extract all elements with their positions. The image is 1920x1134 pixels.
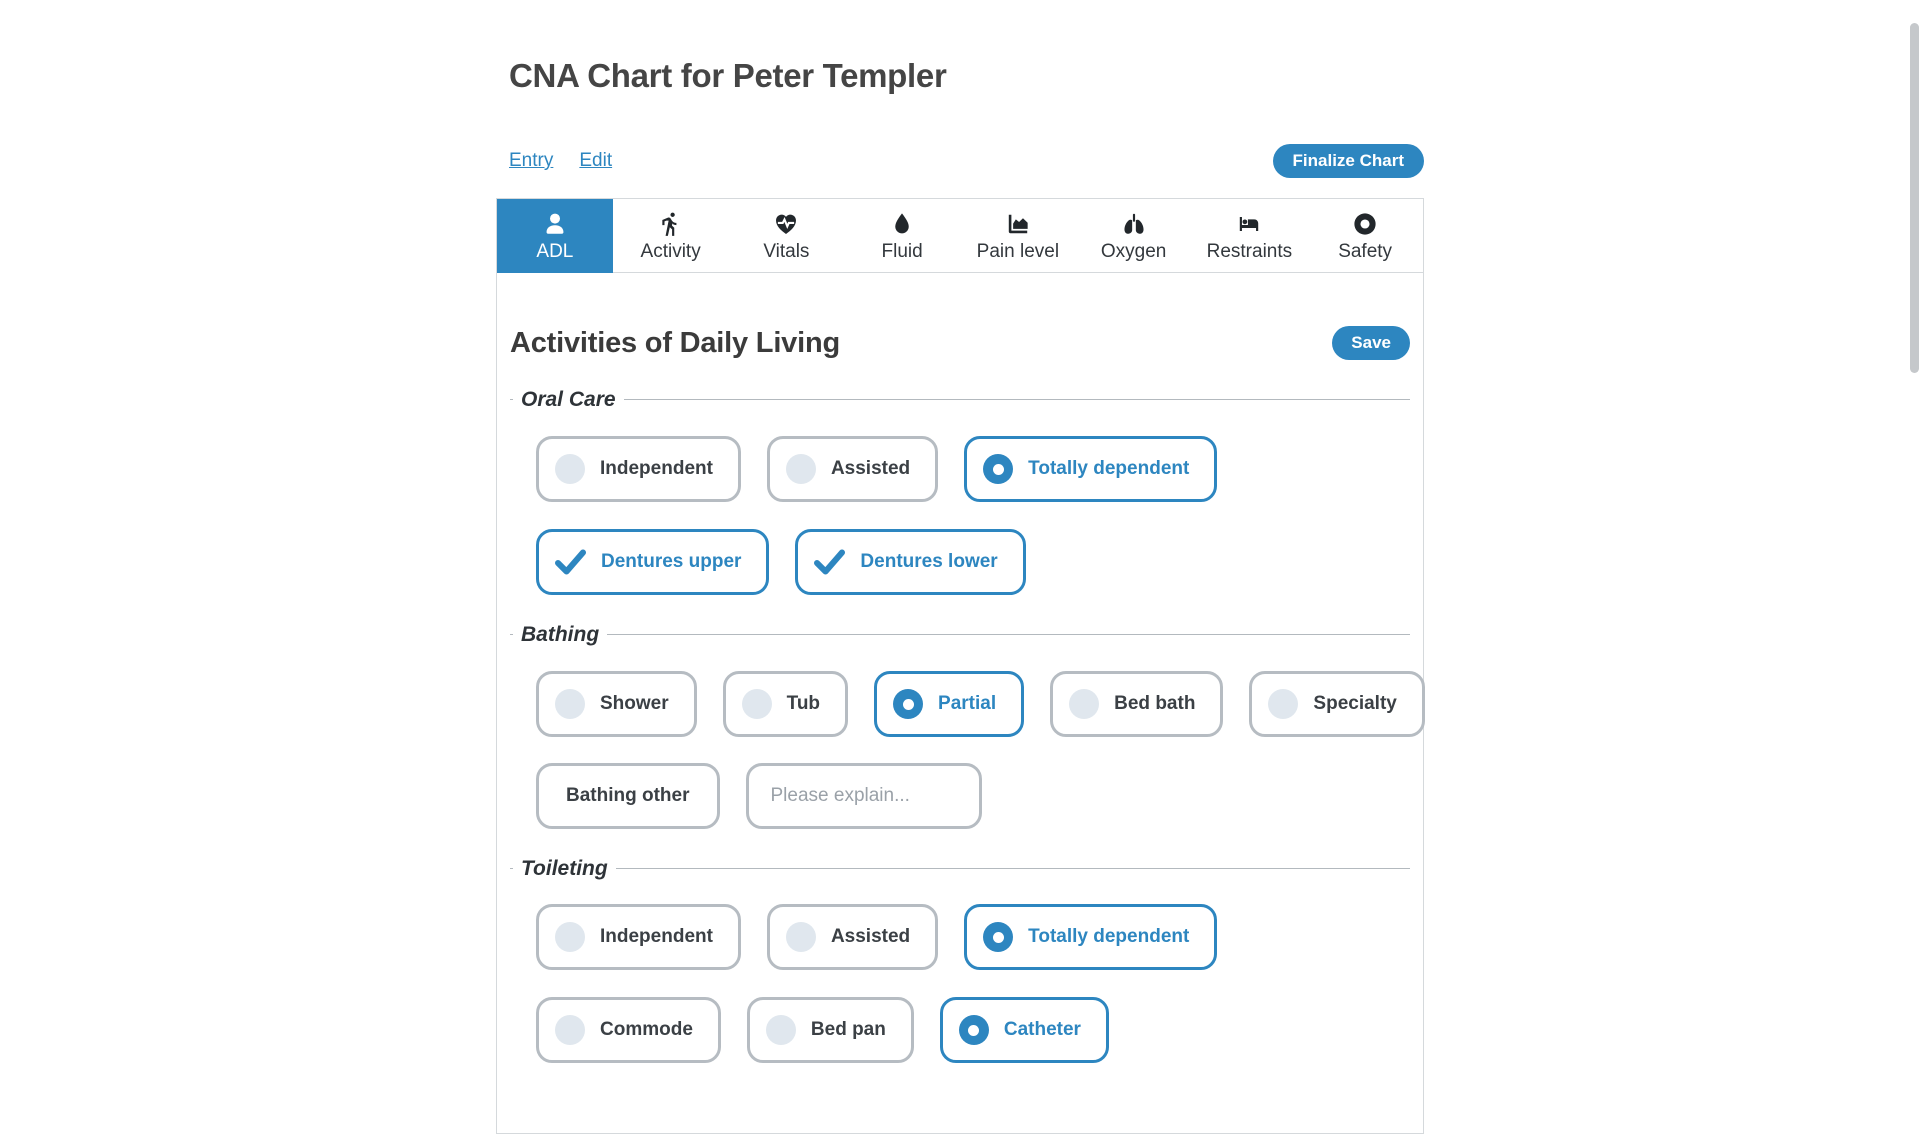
bed-icon — [1236, 211, 1262, 237]
checkbox-dentures-upper[interactable]: Dentures upper — [536, 529, 770, 595]
tab-restraints[interactable]: Restraints — [1191, 199, 1308, 273]
edit-link[interactable]: Edit — [579, 150, 613, 171]
entry-link[interactable]: Entry — [509, 150, 554, 171]
section-bathing: Bathing Shower Tub Partial — [510, 621, 1425, 829]
radio-label: Catheter — [1003, 1019, 1081, 1040]
page-content: CNA Chart for Peter Templer Entry Edit F… — [496, 0, 1425, 1134]
adl-panel-body: Activities of Daily Living Save Oral Car… — [497, 325, 1425, 1133]
radio-label: Shower — [600, 693, 669, 714]
radio-label: Commode — [600, 1019, 693, 1040]
section-legend: Bathing — [513, 621, 608, 648]
radio-bathing-partial[interactable]: Partial — [874, 671, 1025, 737]
tab-fluid[interactable]: Fluid — [844, 199, 960, 273]
radio-label: Partial — [938, 693, 997, 714]
radio-toileting-assisted[interactable]: Assisted — [766, 904, 939, 970]
radio-bathing-tub[interactable]: Tub — [722, 671, 849, 737]
scrollbar[interactable] — [1910, 23, 1919, 373]
panel-heading: Activities of Daily Living — [510, 327, 840, 359]
radio-circle-icon — [893, 689, 924, 719]
tab-vitals[interactable]: Vitals — [728, 199, 845, 273]
save-button[interactable]: Save — [1332, 326, 1410, 360]
radio-circle-icon — [555, 689, 585, 719]
radio-toileting-independent[interactable]: Independent — [536, 904, 741, 970]
checkbox-bathing-other[interactable]: Bathing other — [536, 763, 720, 829]
section-legend: Toileting — [513, 855, 616, 882]
tab-activity[interactable]: Activity — [612, 199, 729, 273]
life-ring-icon — [1352, 211, 1378, 237]
radio-bathing-specialty[interactable]: Specialty — [1249, 671, 1425, 737]
radio-label: Totally dependent — [1028, 926, 1190, 947]
radio-oral-totally-dependent[interactable]: Totally dependent — [964, 436, 1218, 502]
tab-pain-level[interactable]: Pain level — [960, 199, 1076, 273]
tab-bar: ADL Activity Vitals Fluid — [497, 199, 1423, 273]
radio-label: Totally dependent — [1028, 458, 1190, 479]
checkbox-label: Dentures upper — [601, 551, 742, 572]
tab-label: Oxygen — [1100, 240, 1167, 262]
radio-circle-icon — [555, 922, 585, 952]
radio-label: Assisted — [830, 458, 911, 479]
radio-label: Bed pan — [810, 1019, 886, 1040]
bathing-explain-input[interactable] — [745, 763, 982, 829]
radio-circle-icon — [785, 454, 816, 484]
radio-label: Tub — [786, 693, 821, 714]
walking-icon — [658, 211, 684, 237]
tab-label: Pain level — [976, 240, 1060, 262]
section-toileting: Toileting Independent Assisted Totally d… — [510, 855, 1410, 1063]
radio-circle-icon — [555, 1015, 585, 1045]
heart-pulse-icon — [773, 211, 799, 237]
radio-toileting-totally-dependent[interactable]: Totally dependent — [964, 904, 1218, 970]
radio-circle-icon — [1268, 689, 1299, 719]
radio-circle-icon — [765, 1015, 796, 1045]
tab-label: ADL — [536, 240, 574, 262]
tab-label: Vitals — [763, 240, 810, 262]
radio-circle-icon — [741, 689, 772, 719]
radio-circle-icon — [983, 922, 1014, 952]
checkmark-icon — [555, 549, 586, 575]
radio-label: Assisted — [830, 926, 911, 947]
tab-label: Safety — [1338, 240, 1393, 262]
radio-label: Specialty — [1313, 693, 1397, 714]
radio-circle-icon — [958, 1015, 989, 1045]
radio-label: Independent — [600, 926, 713, 947]
tab-label: Restraints — [1206, 240, 1293, 262]
checkbox-label: Bathing other — [566, 785, 690, 806]
radio-toileting-bed-pan[interactable]: Bed pan — [746, 997, 914, 1063]
radio-label: Bed bath — [1114, 693, 1196, 714]
page-title: CNA Chart for Peter Templer — [509, 57, 947, 94]
radio-bathing-bed-bath[interactable]: Bed bath — [1050, 671, 1224, 737]
tab-safety[interactable]: Safety — [1307, 199, 1423, 273]
section-oral-care: Oral Care Independent Assisted Totally d… — [510, 386, 1410, 595]
radio-label: Independent — [600, 458, 713, 479]
tab-label: Activity — [640, 240, 701, 262]
view-links: Entry Edit — [509, 150, 612, 172]
checkbox-dentures-lower[interactable]: Dentures lower — [795, 529, 1026, 595]
droplet-icon — [889, 211, 915, 237]
finalize-chart-button[interactable]: Finalize Chart — [1272, 144, 1424, 178]
tab-oxygen[interactable]: Oxygen — [1075, 199, 1192, 273]
toolbar: Entry Edit Finalize Chart — [509, 144, 1424, 178]
tab-adl[interactable]: ADL — [497, 199, 613, 273]
radio-circle-icon — [983, 454, 1014, 484]
person-icon — [542, 211, 568, 237]
radio-oral-assisted[interactable]: Assisted — [766, 436, 939, 502]
checkmark-icon — [814, 549, 846, 575]
radio-toileting-commode[interactable]: Commode — [536, 997, 721, 1063]
radio-oral-independent[interactable]: Independent — [536, 436, 741, 502]
chart-panel: ADL Activity Vitals Fluid — [496, 198, 1425, 1134]
radio-circle-icon — [555, 454, 585, 484]
radio-bathing-shower[interactable]: Shower — [536, 671, 697, 737]
checkbox-label: Dentures lower — [860, 551, 998, 572]
section-legend: Oral Care — [513, 386, 624, 413]
tab-label: Fluid — [881, 240, 923, 262]
radio-circle-icon — [785, 922, 816, 952]
radio-toileting-catheter[interactable]: Catheter — [939, 997, 1109, 1063]
lungs-icon — [1121, 211, 1147, 237]
area-chart-icon — [1005, 211, 1031, 237]
radio-circle-icon — [1069, 689, 1100, 719]
